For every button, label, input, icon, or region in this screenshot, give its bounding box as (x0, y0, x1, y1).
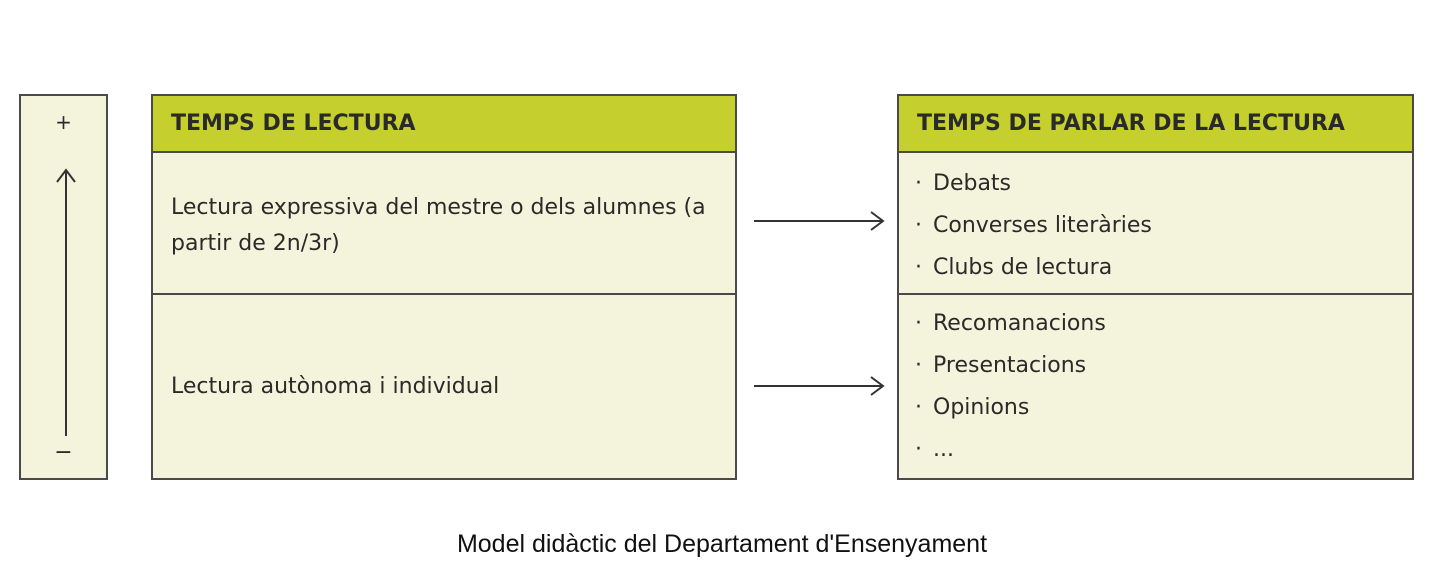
scale-minus: − (54, 440, 73, 465)
reading-row-autonomous: Lectura autònoma i individual (153, 295, 735, 478)
right-arrow-icon (754, 376, 885, 396)
vertical-arrow-icon (56, 168, 76, 436)
reading-row-expressive: Lectura expressiva del mestre o dels alu… (153, 153, 735, 295)
list-item: ·... (915, 437, 954, 462)
list-item: ·Presentacions (915, 353, 1087, 378)
talking-group-1: ·Debats ·Converses literàries ·Clubs de … (899, 153, 1412, 295)
talking-list-2: ·Recomanacions ·Presentacions ·Opinions … (915, 303, 1404, 471)
talking-group-2: ·Recomanacions ·Presentacions ·Opinions … (899, 295, 1412, 478)
reading-time-panel: TEMPS DE LECTURA Lectura expressiva del … (151, 94, 737, 480)
list-item: ·Opinions (915, 395, 1030, 420)
list-item: ·Converses literàries (915, 213, 1152, 238)
talking-time-title: TEMPS DE PARLAR DE LA LECTURA (899, 96, 1412, 153)
intensity-scale: + − (19, 94, 108, 480)
reading-row-autonomous-text: Lectura autònoma i individual (171, 374, 500, 399)
reading-row-expressive-text: Lectura expressiva del mestre o dels alu… (171, 195, 706, 256)
right-arrow-icon (754, 211, 885, 231)
reading-time-title: TEMPS DE LECTURA (153, 96, 735, 153)
talking-list-1: ·Debats ·Converses literàries ·Clubs de … (915, 163, 1404, 289)
list-item: ·Recomanacions (915, 311, 1106, 336)
scale-plus: + (55, 110, 72, 134)
talking-time-panel: TEMPS DE PARLAR DE LA LECTURA ·Debats ·C… (897, 94, 1414, 480)
figure-caption: Model didàctic del Departament d'Ensenya… (456, 530, 988, 558)
list-item: ·Debats (915, 171, 1012, 196)
list-item: ·Clubs de lectura (915, 255, 1113, 280)
